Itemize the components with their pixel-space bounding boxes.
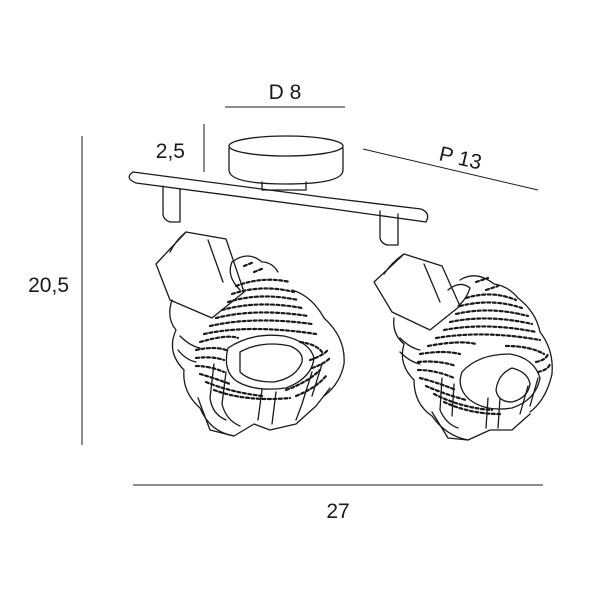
mounting-bar <box>128 171 429 246</box>
left-spot-lamp <box>155 231 345 437</box>
right-cage <box>393 275 553 441</box>
dimension-lines <box>81 106 543 486</box>
diameter-label: D 8 <box>269 81 302 104</box>
projection-label: P 13 <box>437 142 484 174</box>
width-label: 27 <box>326 500 349 523</box>
ceiling-canopy <box>228 135 344 191</box>
right-spot-lamp <box>373 253 553 441</box>
dimension-labels: D 8 2,5 P 13 20,5 27 <box>28 81 484 523</box>
right-weave <box>416 276 552 416</box>
projection-dimension-line <box>362 148 539 191</box>
height-label: 20,5 <box>28 274 69 297</box>
base-height-label: 2,5 <box>156 140 185 163</box>
left-weave <box>194 260 332 401</box>
left-cage <box>169 255 345 437</box>
